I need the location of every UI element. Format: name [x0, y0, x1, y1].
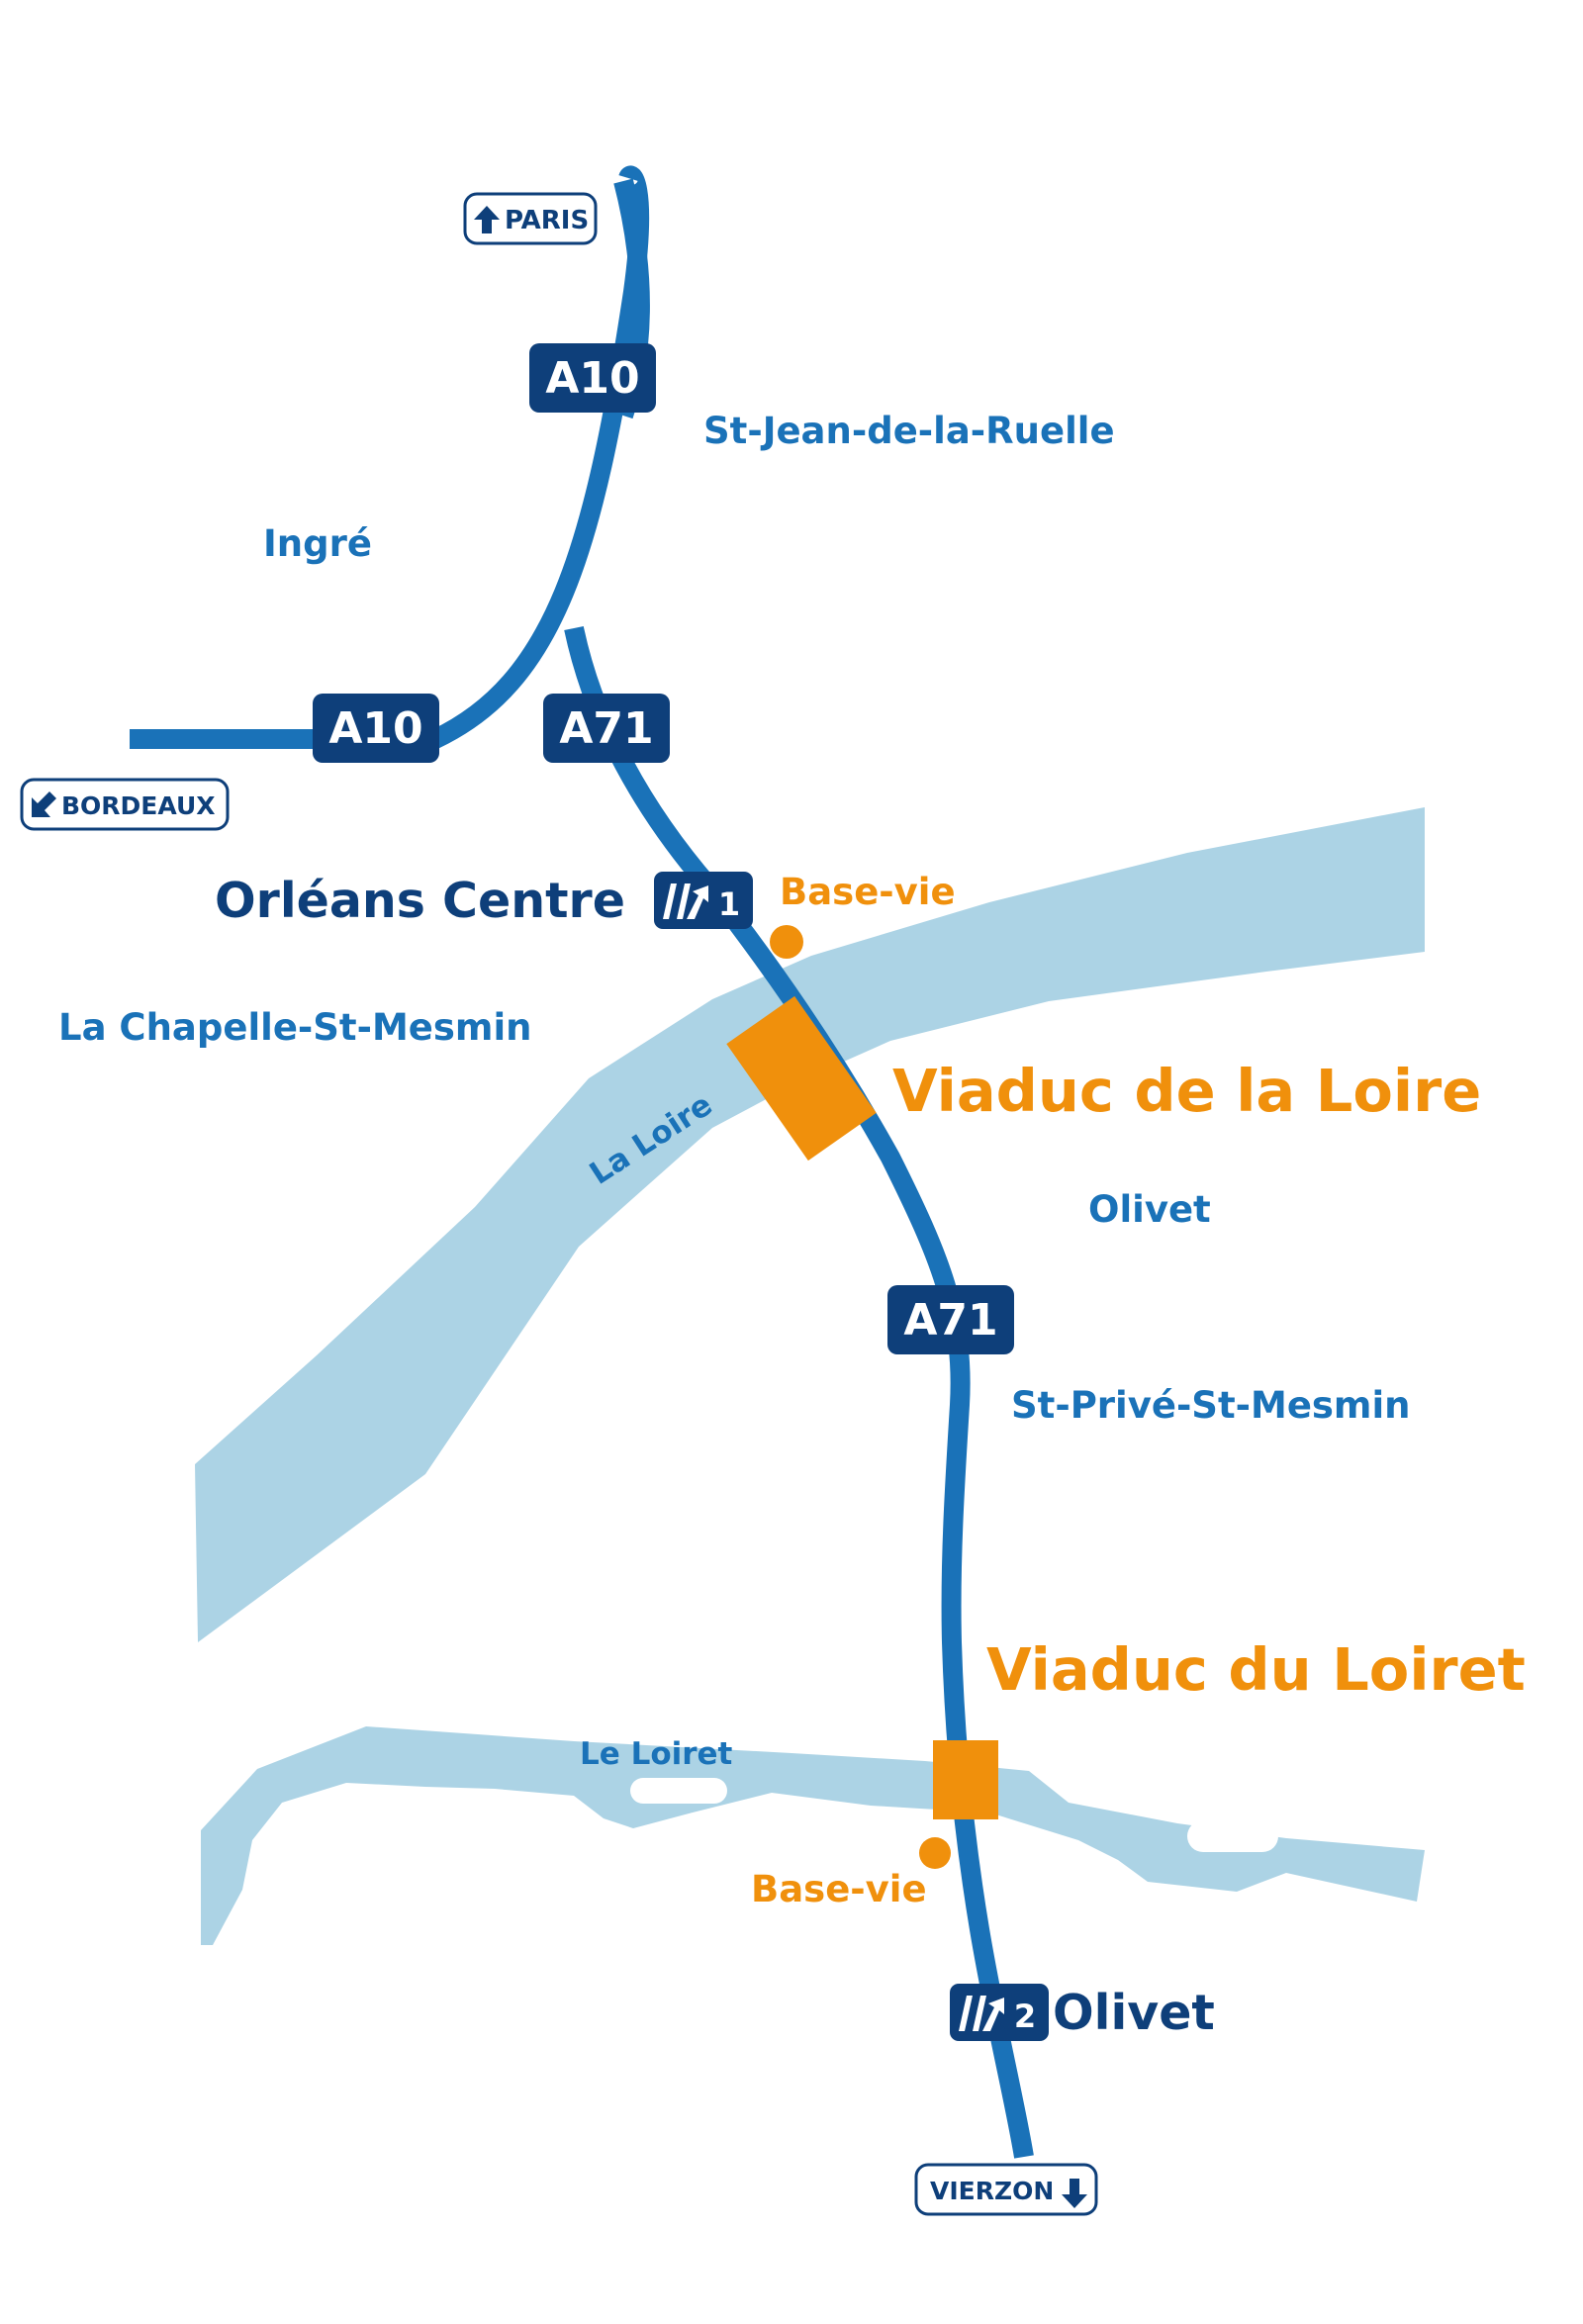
- base-vie-north-dot: [770, 925, 803, 959]
- paris-direction-sign: PARIS: [463, 192, 598, 245]
- exit-2-label: Olivet: [1053, 1985, 1215, 2041]
- exit-1-number: 1: [718, 885, 740, 923]
- place-st-prive: St-Privé-St-Mesmin: [1011, 1384, 1411, 1427]
- a71-road: [564, 625, 1034, 2159]
- bordeaux-label: BORDEAUX: [61, 791, 216, 820]
- a71-north-shield: A71: [543, 694, 670, 763]
- river-loiret-label: Le Loiret: [580, 1736, 733, 1772]
- loire-river: [195, 807, 1425, 1642]
- paris-label: PARIS: [505, 206, 589, 235]
- loiret-river: [201, 1726, 1425, 1945]
- arrow-down-left-icon: [32, 791, 56, 817]
- loiret-island: [1187, 1820, 1278, 1852]
- a10-west-road: [130, 165, 650, 749]
- exit-icon: [959, 1996, 1004, 2031]
- a10-west-shield-label: A10: [328, 703, 422, 754]
- base-vie-south-label: Base-vie: [751, 1868, 927, 1910]
- exit-2-number: 2: [1014, 1998, 1036, 2035]
- arrow-down-icon: [1062, 2179, 1087, 2208]
- a10-west-shield: A10: [313, 694, 439, 763]
- place-chapelle: La Chapelle-St-Mesmin: [58, 1006, 532, 1049]
- loiret-island: [630, 1778, 727, 1804]
- place-st-jean: St-Jean-de-la-Ruelle: [703, 410, 1115, 452]
- vierzon-direction-sign: VIERZON: [914, 2163, 1098, 2216]
- base-vie-south-dot: [919, 1837, 951, 1869]
- a10-north-shield: A10: [529, 343, 656, 413]
- base-vie-north-label: Base-vie: [780, 871, 956, 913]
- a71-south-shield-label: A71: [903, 1295, 997, 1346]
- bordeaux-direction-sign: BORDEAUX: [20, 778, 230, 831]
- viaduc-loire-label: Viaduc de la Loire: [892, 1057, 1481, 1125]
- place-olivet: Olivet: [1088, 1188, 1211, 1231]
- arrow-up-icon: [474, 206, 500, 233]
- exit-2-badge: 2: [950, 1984, 1049, 2041]
- viaduc-loiret-marker: [933, 1740, 998, 1819]
- place-ingre: Ingré: [263, 522, 372, 565]
- vierzon-label: VIERZON: [930, 2177, 1054, 2205]
- viaduc-loiret-label: Viaduc du Loiret: [986, 1635, 1526, 1704]
- exit-icon: [663, 883, 708, 919]
- a10-north-shield-label: A10: [545, 353, 639, 404]
- viaduc-loire-marker: [726, 995, 877, 1162]
- a71-south-shield: A71: [887, 1285, 1014, 1354]
- exit-1-label: Orléans Centre: [215, 873, 625, 929]
- a71-north-shield-label: A71: [559, 703, 653, 754]
- exit-1-badge: 1: [654, 872, 753, 929]
